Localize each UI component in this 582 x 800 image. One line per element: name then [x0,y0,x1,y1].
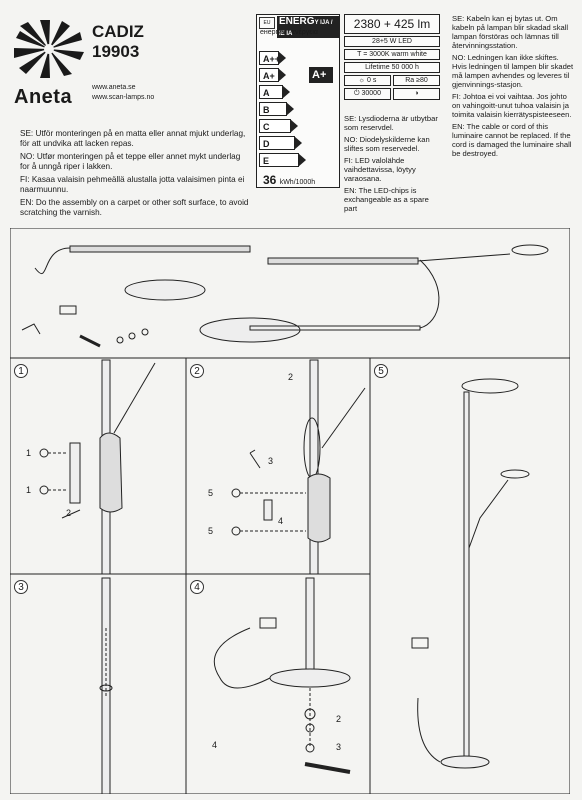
assembly-warnings: SE: Utför monteringen på en matta eller … [20,129,250,221]
step-5-drawing [411,378,530,769]
website-link[interactable]: www.scan-lamps.no [92,94,155,101]
callout-3: 3 [268,456,274,466]
cable-note-se: SE: Kabeln kan ej bytas ut. Om kabeln på… [452,14,569,50]
callout-1: 1 [26,448,32,458]
step-number-1: 1 [14,364,28,378]
model-number: 19903 [92,42,140,61]
parts-overview [21,244,549,348]
callout-1b: 1 [26,485,32,495]
start-time-icon: ☼ 0 s [344,75,391,86]
energy-class-c: C [259,119,298,133]
power-value: 28+5 W LED [344,36,440,47]
aneta-logo [14,20,84,78]
product-title: CADIZ 19903 [92,22,144,62]
energy-class-a: A [259,85,290,99]
step-number-4: 4 [190,580,204,594]
eu-flag-icon: EU [259,17,275,29]
callout-3b: 3 [336,742,342,752]
energy-class-app: A++ [259,51,286,65]
lumens-value: 2380 + 425 lm [344,14,440,34]
step-number-2: 2 [190,364,204,378]
energy-title: ENERGY IJA / IE IA [277,16,339,38]
brand-name: Aneta [14,86,73,108]
model-name: CADIZ [92,22,144,41]
lifetime-value: Lifetime 50 000 h [344,62,440,73]
website-link[interactable]: www.aneta.se [92,84,136,91]
led-note-en: EN: The LED-chips is exchangeable as a s… [344,186,429,213]
cable-notes: SE: Kabeln kan ej bytas ut. Om kabeln på… [452,14,574,161]
led-note-se: SE: Lysdioderna är utbytbar som reservde… [344,114,438,132]
callout-4b: 4 [212,740,218,750]
assembly-diagram [10,228,570,794]
cable-note-no: NO: Ledningen kan ikke skiftes. Hvis led… [452,53,574,89]
callout-5b: 5 [208,526,214,536]
warning-se: SE: Utför monteringen på en matta eller … [20,129,246,148]
step-number-3: 3 [14,580,28,594]
energy-class-b: B [259,102,294,116]
dimmable-icon: ◑ [393,88,440,100]
spec-icon-row-2: ⏻ 30000 ◑ [344,88,440,100]
website-list: www.aneta.se www.scan-lamps.no [92,83,154,103]
energy-rating-badge: A+ [309,67,333,83]
diagram-frame [10,228,570,794]
energy-class-e: E [259,153,306,167]
switch-cycles-icon: ⏻ 30000 [344,88,391,100]
energy-consumption: 36 kWh/1000h [263,173,316,187]
step-2-drawing [231,359,366,575]
warning-en: EN: Do the assembly on a carpet or other… [20,198,249,217]
led-notes: SE: Lysdioderna är utbytbar som reservde… [344,114,444,216]
energy-subtitle: енергия · ενέργεια [260,29,318,36]
cable-note-fi: FI: Johtoa ei voi vaihtaa. Jos johto on … [452,92,572,119]
spec-icon-row: ☼ 0 s Ra ≥80 [344,75,440,86]
warning-no: NO: Utfør monteringen på et teppe eller … [20,152,241,171]
step-3-drawing [99,577,113,794]
spec-panel: 2380 + 425 lm 28+5 W LED T = 3000K warm … [344,14,440,102]
led-note-no: NO: Diodelyskilderne kan sliftes som res… [344,135,430,153]
callout-5: 5 [208,488,214,498]
step-number-5: 5 [374,364,388,378]
energy-class-d: D [259,136,302,150]
energy-class-ap: A+ [259,68,286,82]
callout-2c: 2 [336,714,342,724]
led-note-fi: FI: LED valolähde vaihdettavissa, löytyy… [344,156,416,183]
color-temp-value: T = 3000K warm white [344,49,440,60]
callout-4: 4 [278,516,284,526]
callout-2: 2 [66,508,72,518]
cable-note-en: EN: The cable or cord of this luminaire … [452,122,572,158]
step-1-drawing [39,359,156,575]
callout-2b: 2 [288,372,294,382]
cri-value: Ra ≥80 [393,75,440,86]
energy-label: EU ENERGY IJA / IE IA енергия · ενέργεια… [256,14,340,188]
warning-fi: FI: Kasaa valaisin pehmeällä alustalla j… [20,175,245,194]
step-4-drawing [213,577,351,774]
